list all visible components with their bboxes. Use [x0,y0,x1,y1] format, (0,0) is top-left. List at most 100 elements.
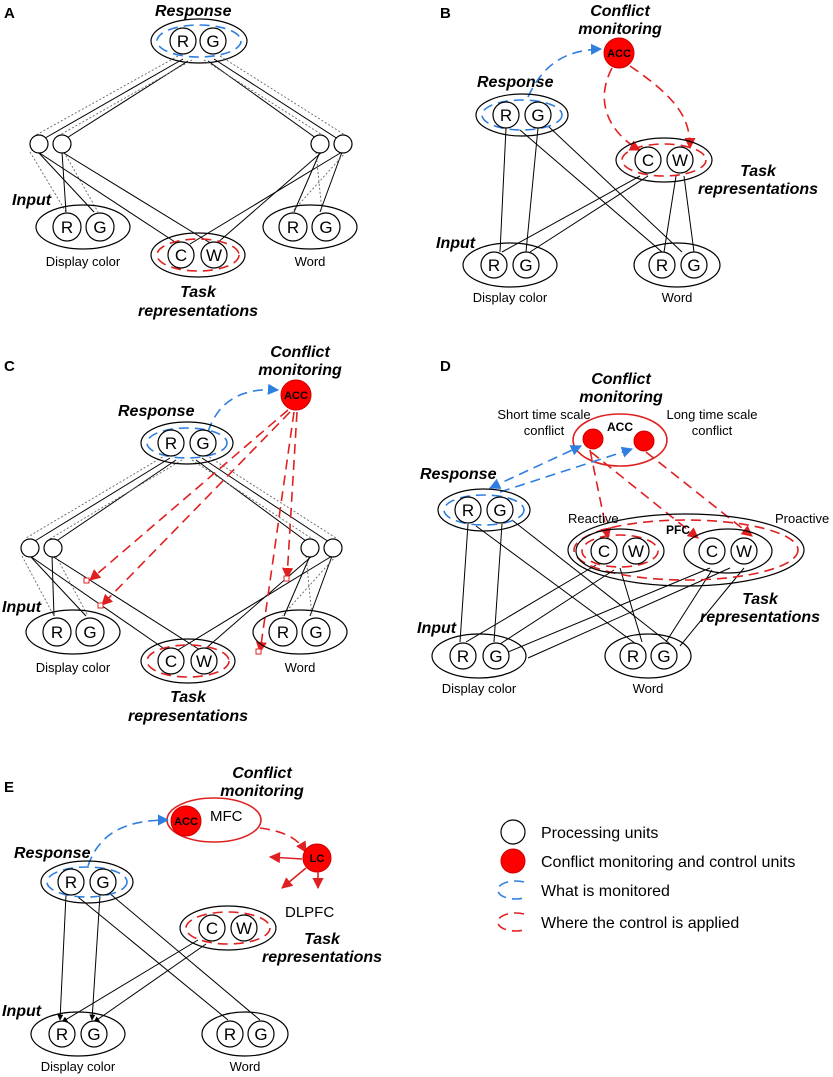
panel-c-monitor-arrow [207,383,280,433]
panel-a-response-g [199,27,227,55]
panel-d-reactive-c-label: C [598,542,610,561]
panel-d-short-label: Short time scale [497,407,590,422]
panel-c-display-color-label: Display color [36,660,111,675]
panel-c-response-g [189,429,217,457]
panel-d-word-g [650,642,678,670]
panel-b-color-r-label: R [488,256,500,275]
panel-c-task-group [140,638,236,684]
panel-e-response-r [57,868,85,896]
panel-b-task-group [615,137,713,183]
panel-c-color-r-label: R [51,623,63,642]
panel-d-color-g [482,642,510,670]
panel-e-control-outline [185,911,271,945]
panel-a-hidden-unit [29,134,49,154]
panel-b-control-arrow [629,65,696,150]
panel-d-reactive-w [622,537,650,565]
legend: Processing units Conflict monitoring and… [497,819,795,932]
panel-c-word-r [268,617,298,647]
panel-c-control-arrow [282,411,298,580]
panel-c-hidden-unit [43,538,63,558]
panel-c-response-r [157,429,185,457]
panel-b-label: B [440,5,451,22]
panel-a-label: A [4,5,15,22]
panel-c-word-g-label: G [309,623,322,642]
panel-c-hidden-unit [20,538,40,558]
panel-d-word-g-label: G [657,647,670,666]
panel-e-monitored-outline [46,866,128,898]
panel-a-task-group [150,232,246,278]
panel-e-color-r-label: R [56,1025,68,1044]
panel-e-word-r [216,1020,244,1048]
panel-c-gate-mark [97,602,104,609]
panel-e-input-label: Input [2,1003,42,1020]
panel-e-response-r-label: R [65,873,77,892]
legend-monitored-label: What is monitored [541,883,670,900]
panel-d-reactive-c [590,537,618,565]
panel-a-display-color-label: Display color [46,254,121,269]
panel-b-task-w [666,146,694,174]
panel-c-control-arrow [255,411,295,654]
panel-e-color-g [80,1020,108,1048]
panel-e-response-g-label: G [96,873,109,892]
panel-b-word-label: Word [662,290,693,305]
panel-c-control-arrow [101,411,291,606]
panel-d-proactive-task-group [683,528,773,574]
panel-e-lc-projection [281,867,307,889]
panel-b-response-g-label: G [531,106,544,125]
panel-c-color-g-label: G [83,623,96,642]
panel-d-conflict-label: Conflict [591,371,651,388]
panel-d-response-g-label: G [493,501,506,520]
panel-e-display-color-label: Display color [41,1059,116,1074]
panel-a: A Response R [4,3,358,320]
panel-c-label: C [4,358,15,375]
panel-d-proactive-w-label: W [736,542,752,561]
panel-e-word-group [201,1011,289,1057]
panel-e-word-g [247,1020,275,1048]
panel-d-color-r [449,642,477,670]
panel-d-display-color-group [431,633,527,679]
panel-e-task-label-2: representations [262,949,382,966]
legend-processing-label: Processing units [541,825,658,842]
panel-d-pfc-label: PFC [666,523,690,537]
panel-b: B Conflict monitoring ACC Response R G [436,3,818,305]
panel-a-color-g-label: G [93,218,106,237]
panel-d-label: D [440,358,451,375]
panel-a-task-c-label: C [175,246,187,265]
panel-d-short-conflict-unit [582,428,604,450]
panel-e-acc-label: ACC [174,816,198,828]
panel-e-response-g [89,868,117,896]
panel-e-task-w [230,914,258,942]
panel-e-task-label: Task [304,931,341,948]
panel-d-long-label-2: conflict [692,423,733,438]
panel-e-response-group [40,860,134,904]
panel-c: C Conflict monitoring ACC Response [2,344,348,725]
panel-a-word-r-label: R [287,218,299,237]
panel-c-task-c-label: C [165,652,177,671]
panel-a-task-label-2: representations [138,303,258,320]
panel-b-monitored-outline [481,99,563,131]
panel-c-gate-mark [283,575,290,582]
panel-d-color-r-label: R [457,647,469,666]
panel-d-display-color-label: Display color [442,681,517,696]
panel-b-response-r [492,101,520,129]
panel-d-short-label-2: conflict [524,423,565,438]
panel-c-word-group [252,609,348,655]
panel-b-word-g-label: G [687,256,700,275]
panel-e-monitor-arrow [87,814,170,867]
panel-d-task-label: Task [742,591,779,608]
panel-c-acc-label: ACC [284,390,308,402]
panel-a-response-group [150,18,248,64]
panel-c-gate-mark [255,648,262,655]
panel-b-connections [499,125,695,253]
panel-a-word-g [311,212,341,242]
panel-d-color-g-label: G [489,647,502,666]
panel-b-response-r-label: R [500,106,512,125]
panel-c-hidden-unit [300,538,320,558]
panel-e-color-r [48,1020,76,1048]
panel-b-input-label: Input [436,235,476,252]
panel-b-word-r [648,251,676,279]
panel-d-monitor-arrow [499,446,634,493]
panel-d-monitored-outline [443,494,525,526]
panel-b-color-g [512,251,540,279]
